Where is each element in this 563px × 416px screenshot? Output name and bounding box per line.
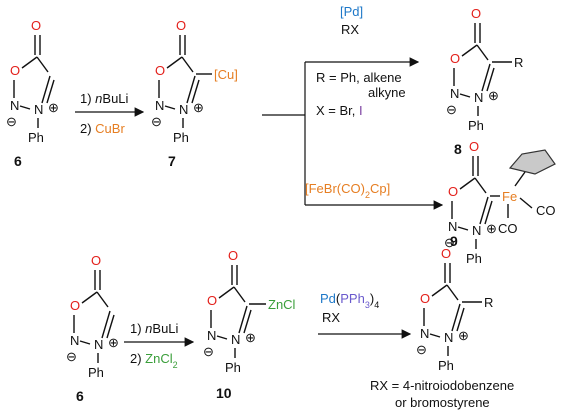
ring-nitrogen-1: N: [420, 326, 429, 341]
minus-charge: ⊖: [151, 114, 162, 129]
ring-nitrogen-1: N: [448, 219, 457, 234]
ring-oxygen: O: [207, 293, 217, 308]
ring-oxygen: O: [448, 184, 458, 199]
compound-label-10: 10: [216, 385, 232, 401]
step2-line1: 1) nBuLi: [130, 321, 179, 336]
carbonyl-oxygen: O: [91, 253, 101, 268]
ring-oxygen: O: [70, 298, 80, 313]
pd-catalyst: [Pd]: [340, 4, 363, 19]
minus-charge: ⊖: [444, 235, 455, 250]
plus-charge: ⊕: [108, 335, 119, 350]
carbonyl-oxygen: O: [441, 246, 451, 261]
plus-charge: ⊕: [488, 88, 499, 103]
compound-label-7: 7: [168, 153, 176, 169]
zinc-chloride-substituent: ZnCl: [268, 297, 296, 312]
step2-line2: 2) ZnCl2: [130, 351, 178, 370]
carbonyl-oxygen: O: [469, 139, 479, 154]
rx-note-line1: RX = 4-nitroiodobenzene: [370, 378, 514, 393]
compound-6-bottom: O O N N ⊖ ⊕ Ph 6: [66, 253, 119, 404]
minus-charge: ⊖: [416, 342, 427, 357]
step1-line1: 1) nBuLi: [80, 91, 129, 106]
phenyl-group: Ph: [225, 360, 241, 375]
minus-charge: ⊖: [66, 349, 77, 364]
ring-oxygen: O: [420, 291, 430, 306]
copper-substituent: [Cu]: [214, 67, 238, 82]
condition-r-alkyne: alkyne: [368, 85, 406, 100]
phenyl-group: Ph: [438, 358, 454, 373]
plus-charge: ⊕: [486, 221, 497, 236]
phenyl-group: Ph: [88, 365, 104, 380]
carbonyl-ligand-2: CO: [498, 221, 518, 236]
minus-charge: ⊖: [6, 114, 17, 129]
plus-charge: ⊕: [245, 330, 256, 345]
compound-label-6-bottom: 6: [76, 388, 84, 404]
condition-x: X = Br, I: [316, 103, 363, 118]
ring-nitrogen-2: N: [34, 102, 43, 117]
plus-charge: ⊕: [458, 328, 469, 343]
plus-charge: ⊕: [193, 100, 204, 115]
phenyl-group: Ph: [466, 251, 482, 266]
minus-charge: ⊖: [203, 344, 214, 359]
compound-8: O O N N R ⊖ ⊕ Ph 8: [446, 6, 523, 157]
ring-nitrogen-2: N: [231, 332, 240, 347]
carbonyl-oxygen: O: [228, 248, 238, 263]
phenyl-group: Ph: [28, 130, 44, 145]
ring-nitrogen-1: N: [450, 86, 459, 101]
ring-nitrogen-1: N: [207, 328, 216, 343]
ring-oxygen: O: [10, 63, 20, 78]
ring-nitrogen-2: N: [472, 223, 481, 238]
compound-7: O O N N [Cu] ⊖ ⊕ Ph 7: [151, 18, 238, 169]
carbonyl-oxygen: O: [471, 6, 481, 21]
r-group: R: [514, 55, 523, 70]
fe-reagent: [FeBr(CO)2Cp]: [305, 181, 390, 200]
cyclopentadienyl-ring: [508, 149, 556, 175]
ring-nitrogen-1: N: [10, 98, 19, 113]
ring-nitrogen-2: N: [444, 330, 453, 345]
minus-charge: ⊖: [446, 102, 457, 117]
ring-oxygen: O: [155, 63, 165, 78]
carbonyl-oxygen: O: [176, 18, 186, 33]
compound-label-9: 9: [450, 233, 458, 249]
rx-note-line2: or bromostyrene: [395, 395, 490, 410]
compound-label-6: 6: [14, 153, 22, 169]
iron-atom: Fe: [502, 189, 517, 204]
ring-oxygen: O: [450, 51, 460, 66]
condition-r-groups: R = Ph, alkene: [316, 70, 402, 85]
compound-10: O O N N ZnCl ⊖ ⊕ Ph 10: [203, 248, 296, 401]
compound-6-top: O O N N ⊖ ⊕ Ph 6: [6, 18, 59, 169]
compound-product-bottom: O O N N R ⊖ ⊕ Ph: [416, 246, 493, 373]
ring-nitrogen-2: N: [474, 90, 483, 105]
phenyl-group: Ph: [468, 118, 484, 133]
ring-nitrogen-2: N: [94, 337, 103, 352]
carbonyl-ligand-1: CO: [536, 203, 556, 218]
pd-reagent: RX: [341, 22, 359, 37]
step1-line2: 2) CuBr: [80, 121, 125, 136]
negishi-catalyst: Pd(PPh3)4: [320, 291, 379, 310]
plus-charge: ⊕: [48, 100, 59, 115]
ring-nitrogen-2: N: [179, 102, 188, 117]
ring-nitrogen-1: N: [155, 98, 164, 113]
compound-label-8: 8: [454, 141, 462, 157]
carbonyl-oxygen: O: [31, 18, 41, 33]
r-group: R: [484, 295, 493, 310]
compound-9: O O N N Fe CO CO ⊖ ⊕ Ph 9: [444, 139, 556, 266]
ring-nitrogen-1: N: [70, 333, 79, 348]
negishi-reagent: RX: [322, 310, 340, 325]
phenyl-group: Ph: [173, 130, 189, 145]
